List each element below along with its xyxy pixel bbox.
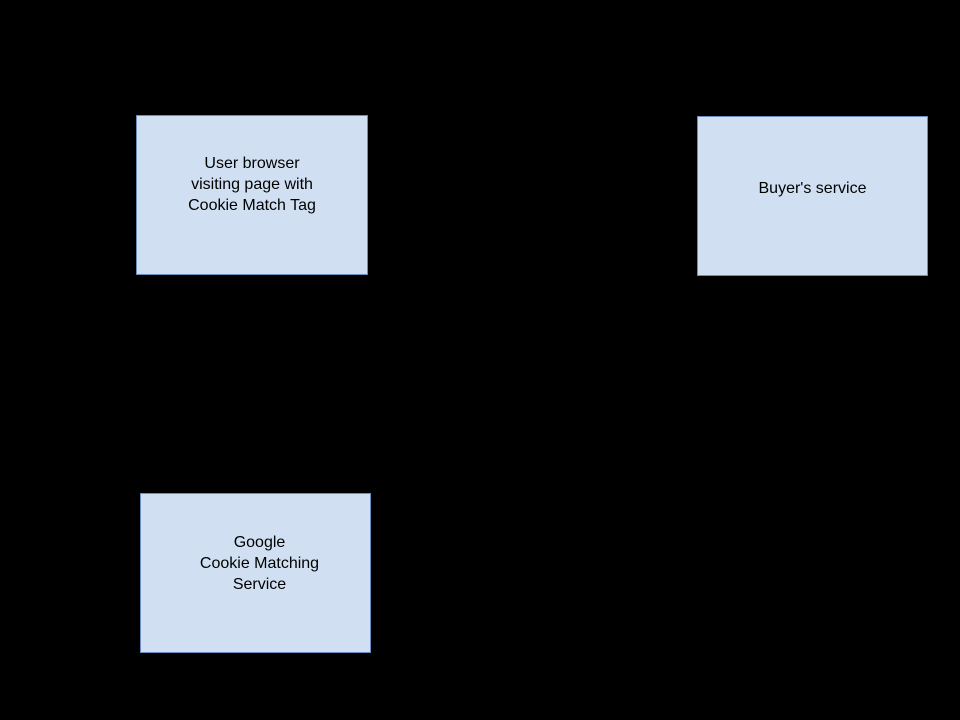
node-buyers-service[interactable]: Buyer's service [697,116,928,276]
node-google-cookie-matching-service-label: Google Cookie Matching Service [199,533,320,593]
node-buyers-service-label: Buyer's service [758,179,867,197]
node-user-browser-label: User browser visiting page with Cookie M… [188,154,316,214]
edge-buyer-to-google [372,276,813,577]
node-user-browser[interactable]: User browser visiting page with Cookie M… [136,115,368,275]
edge-google-to-user [249,276,258,494]
node-google-cookie-matching-service[interactable]: Google Cookie Matching Service [140,493,371,653]
